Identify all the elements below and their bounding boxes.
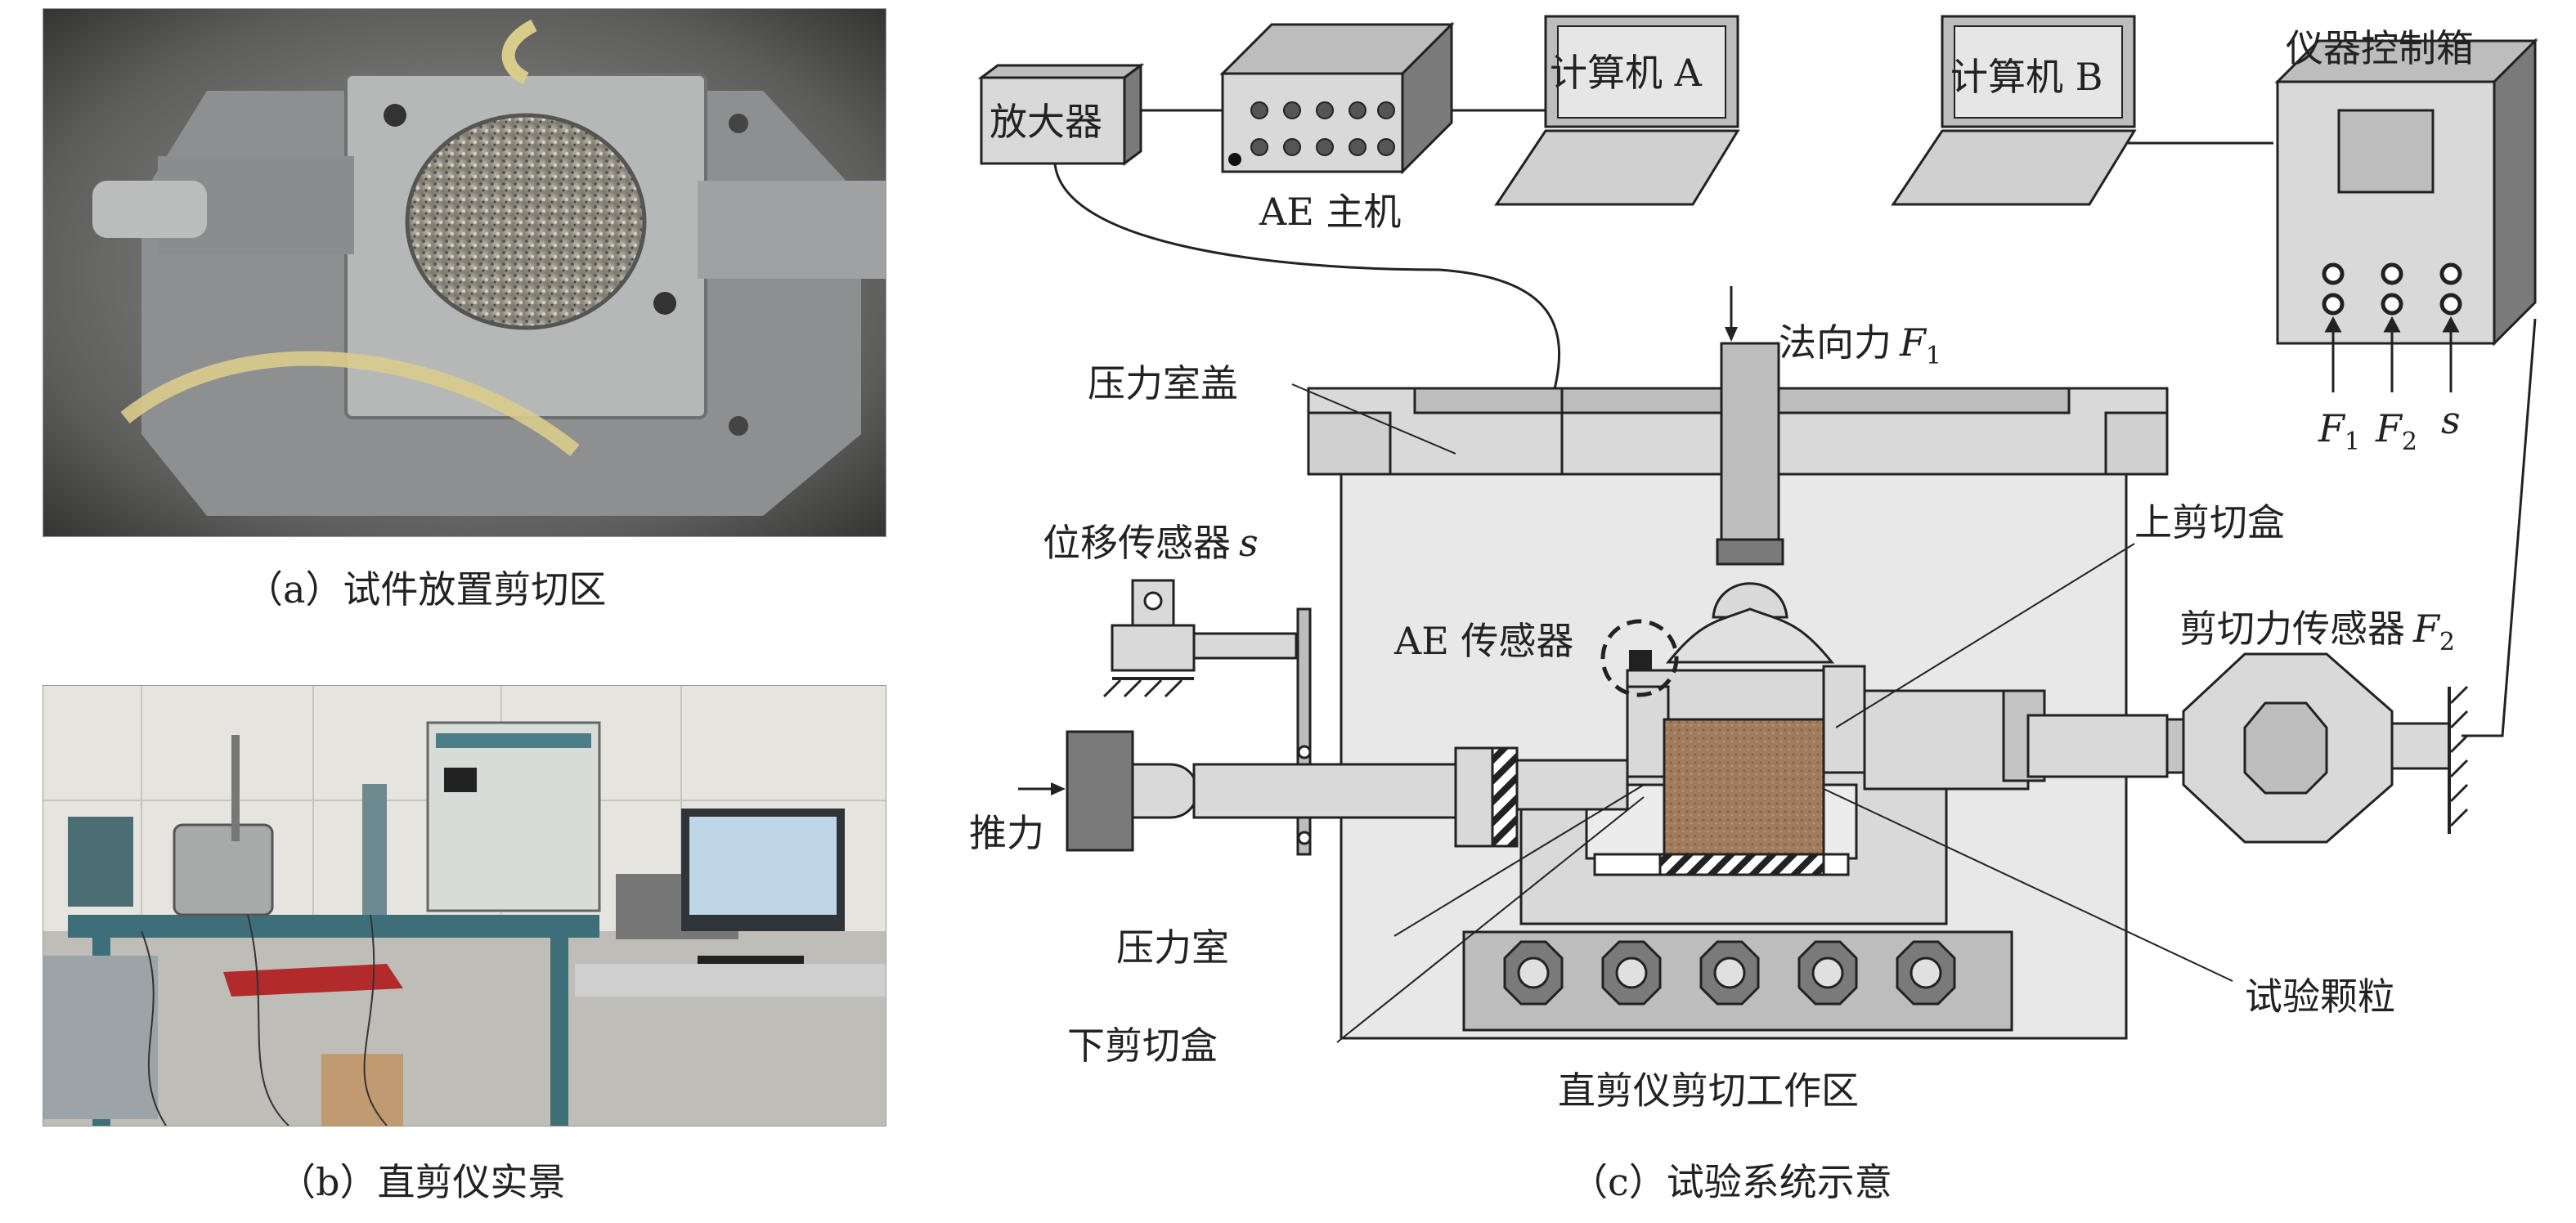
amplifier-box: [977, 63, 1145, 166]
specimen-photo-illustration: [43, 9, 886, 536]
control-f1-label: F1: [2318, 406, 2360, 456]
photo-specimen-shear-zone: [43, 8, 886, 537]
ae-host-label: AE 主机: [1259, 190, 1401, 234]
chamber-label: 压力室: [1116, 925, 1229, 970]
control-box: [2274, 38, 2538, 392]
caption-c: （c）试验系统示意: [1570, 1160, 1892, 1204]
work-area-label: 直剪仪剪切工作区: [1558, 1068, 1859, 1113]
thrust-label: 推力: [969, 811, 1044, 855]
upper-box-label: 上剪切盒: [2134, 500, 2285, 544]
caption-b: （b）直剪仪实景: [278, 1160, 566, 1204]
wiring: [1053, 109, 2537, 737]
apparatus-photo-illustration: [43, 686, 886, 1126]
ae-sensor-highlight: [1600, 619, 1679, 697]
chamber-lid: [1307, 387, 2169, 476]
control-s-label: s: [2441, 398, 2461, 442]
computer-b-label: 计算机 B: [1950, 55, 2103, 99]
upper-shear-box: [1626, 665, 2046, 791]
control-box-label: 仪器控制箱: [2286, 26, 2474, 70]
shear-force-sensor: [2026, 652, 2469, 844]
computer-b: [1891, 15, 2137, 206]
photo-direct-shear-apparatus: [43, 685, 886, 1127]
chamber-lid-label: 压力室盖: [1088, 361, 1238, 405]
normal-load-rod: [1665, 286, 1835, 664]
amplifier-label: 放大器: [990, 100, 1102, 144]
control-f2-label: F2: [2375, 406, 2417, 456]
ae-sensor-label: AE 传感器: [1393, 619, 1573, 663]
roller-base: [1462, 930, 2013, 1032]
caption-a: （a）试件放置剪切区: [245, 567, 607, 612]
displacement-sensor: [1102, 579, 1312, 856]
thrust-ram: [1018, 730, 1629, 852]
computer-a: [1494, 15, 1740, 206]
pressure-chamber: [1340, 448, 2128, 1040]
lower-box-label: 下剪切盒: [1067, 1024, 1218, 1068]
leader-lines: [1291, 383, 2233, 1043]
test-particles: [1663, 718, 1825, 856]
lower-shear-box: [1519, 759, 1948, 925]
computer-a-label: 计算机 A: [1550, 51, 1703, 95]
ae-sensor: [1629, 650, 1652, 670]
particles-label: 试验颗粒: [2245, 974, 2395, 1019]
ae-host-box: [1219, 21, 1455, 175]
